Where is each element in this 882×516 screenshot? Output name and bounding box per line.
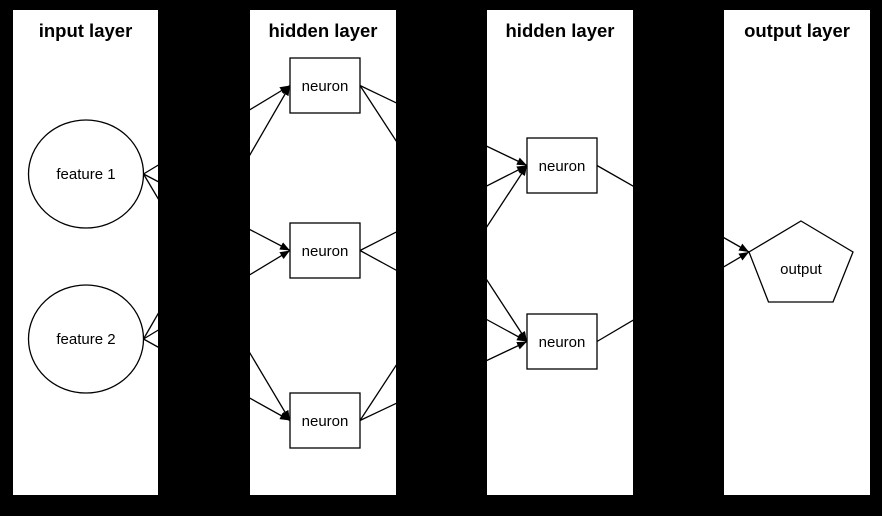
- panel-input-layer: [13, 10, 158, 495]
- hidden1-neuron1-box: [289, 57, 361, 114]
- feature-2-label: feature 2: [56, 331, 115, 348]
- feature-1-ellipse: [27, 119, 145, 229]
- title-output-layer: output layer: [744, 20, 850, 41]
- edge-h1n3-h2n1: [359, 165, 528, 421]
- edge-h1n2-h2n1: [359, 164, 528, 252]
- edge-h2n1-output: [596, 164, 750, 253]
- node-hidden1-neuron3: neuron: [289, 392, 361, 449]
- hidden1-neuron3-label: neuron: [302, 413, 349, 430]
- node-hidden2-neuron2: neuron: [526, 313, 598, 370]
- edges-group: [142, 84, 750, 422]
- edge-h1n2-h2n2: [359, 249, 528, 343]
- hidden2-neuron2-box: [526, 313, 598, 370]
- title-hidden-layer-2: hidden layer: [506, 20, 615, 41]
- hidden2-neuron1-box: [526, 137, 598, 194]
- hidden2-neuron1-label: neuron: [539, 158, 586, 175]
- edge-h1n1-h2n1: [359, 84, 528, 167]
- hidden1-neuron1-label: neuron: [302, 78, 349, 95]
- edge-h1n3-h2n2: [359, 340, 528, 422]
- output-pentagon: [748, 220, 854, 303]
- title-input-layer: input layer: [39, 20, 133, 41]
- edge-feature2-h1n2: [143, 249, 291, 340]
- hidden1-neuron2-label: neuron: [302, 243, 349, 260]
- edge-feature1-h1n1: [143, 84, 291, 175]
- hidden1-neuron2-box: [289, 222, 361, 279]
- panel-hidden-layer-2: [487, 10, 633, 495]
- edge-feature2-h1n3: [143, 338, 291, 422]
- feature-1-label: feature 1: [56, 166, 115, 183]
- edge-feature2-h1n1: [142, 85, 291, 340]
- hidden1-neuron3-box: [289, 392, 361, 449]
- output-label: output: [780, 261, 823, 278]
- node-hidden1-neuron1: neuron: [289, 57, 361, 114]
- edge-h2n2-output: [596, 251, 750, 343]
- node-feature-1: feature 1: [27, 119, 145, 229]
- node-hidden1-neuron2: neuron: [289, 222, 361, 279]
- edge-h1n1-h2n2: [359, 85, 528, 342]
- node-hidden2-neuron1: neuron: [526, 137, 598, 194]
- node-feature-2: feature 2: [27, 284, 145, 394]
- hidden2-neuron2-label: neuron: [539, 334, 586, 351]
- feature-2-ellipse: [27, 284, 145, 394]
- title-hidden-layer-1: hidden layer: [269, 20, 378, 41]
- node-output: output: [748, 220, 854, 303]
- edge-feature1-h1n3: [142, 173, 291, 421]
